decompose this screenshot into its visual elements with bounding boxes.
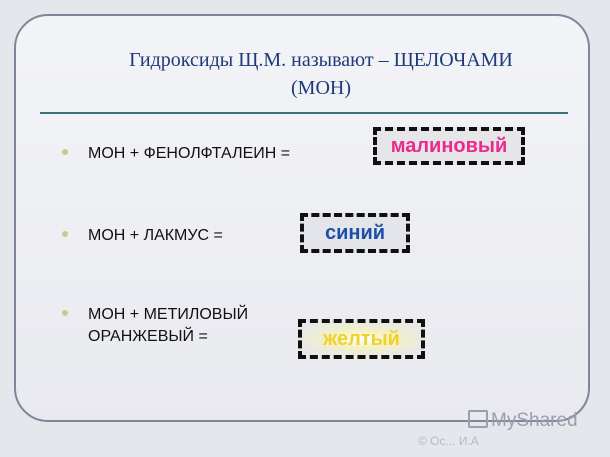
slide-title: Гидроксиды Щ.М. называют – ЩЕЛОЧАМИ (МОН… bbox=[56, 46, 586, 102]
bullet-icon bbox=[62, 310, 68, 316]
formula-line-2: ОРАНЖЕВЫЙ = bbox=[88, 328, 208, 345]
formula-text: МОН + ЛАКМУС = bbox=[88, 227, 223, 244]
title-line-1: Гидроксиды Щ.М. называют – ЩЕЛОЧАМИ bbox=[129, 49, 513, 71]
formula-text: МОН + ФЕНОЛФТАЛЕИН = bbox=[88, 145, 291, 162]
answer-box-blue: синий bbox=[300, 213, 410, 253]
presentation-icon bbox=[468, 410, 488, 428]
bullet-icon bbox=[62, 149, 68, 155]
answer-text: синий bbox=[324, 221, 386, 244]
formula-line-1: МОН + МЕТИЛОВЫЙ bbox=[88, 306, 249, 323]
bullet-icon bbox=[62, 231, 68, 237]
title-line-2: (МОН) bbox=[291, 77, 351, 99]
formula-text: МОН + МЕТИЛОВЫЙ ОРАНЖЕВЫЙ = bbox=[88, 304, 248, 348]
watermark-brand: MyShared bbox=[491, 410, 578, 431]
watermark: MyShared bbox=[468, 410, 578, 432]
answer-text: малиновый bbox=[390, 134, 508, 157]
answer-box-yellow: желтый bbox=[298, 319, 425, 359]
answer-box-crimson: малиновый bbox=[373, 127, 525, 165]
answer-text: желтый bbox=[323, 327, 400, 350]
author-credit: © Ос... И.А bbox=[418, 434, 479, 448]
title-divider bbox=[40, 112, 568, 114]
